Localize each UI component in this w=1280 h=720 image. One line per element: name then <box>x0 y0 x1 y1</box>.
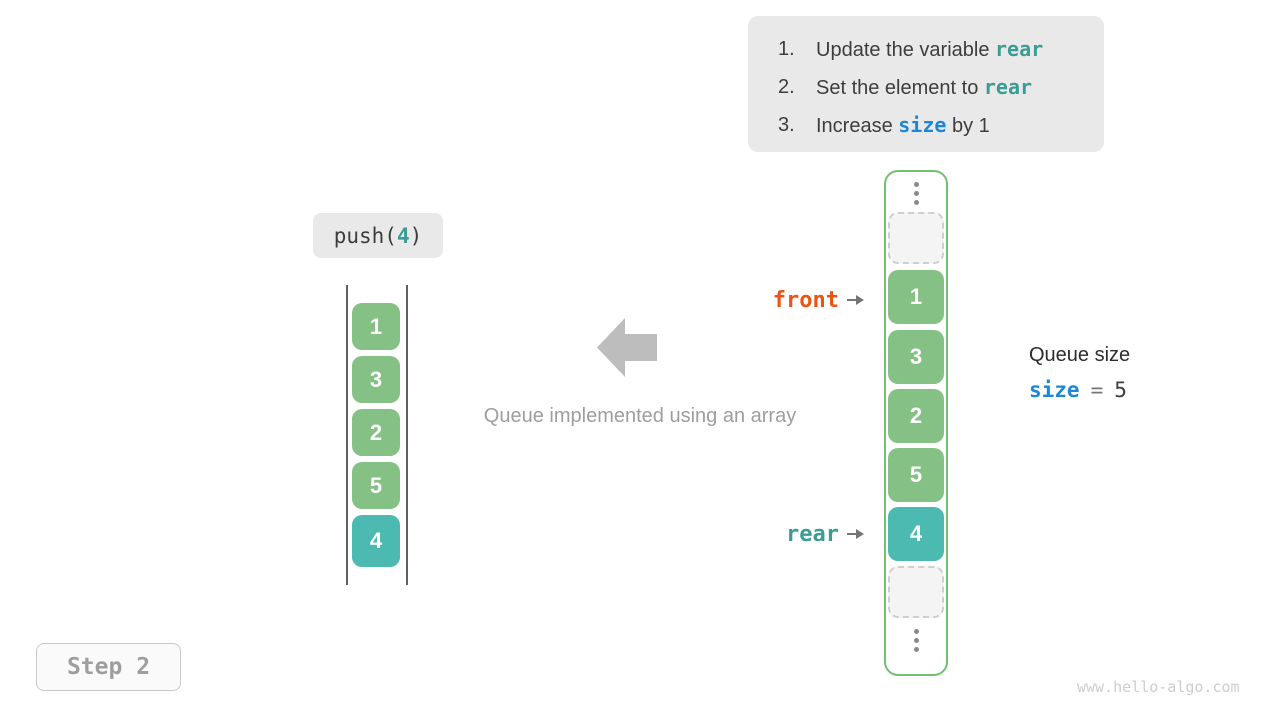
queue-cell-new: 4 <box>352 515 400 567</box>
instruction-prefix: Update the variable <box>816 39 996 61</box>
queue-size-block: Queue size size = 5 <box>1029 344 1130 402</box>
queue-cell: 1 <box>352 303 400 350</box>
instruction-suffix: by 1 <box>946 115 990 137</box>
push-fn-open: push( <box>333 223 397 248</box>
instruction-prefix: Set the element to <box>816 77 984 99</box>
instruction-step-3: 3. Increase size by 1 <box>778 107 1104 145</box>
push-argument: 4 <box>396 223 410 248</box>
step-badge: Step 2 <box>36 643 181 691</box>
queue-size-value: 5 <box>1114 378 1127 402</box>
instruction-number: 1. <box>778 38 795 60</box>
instruction-step-1: 1. Update the variable rear <box>778 31 1104 69</box>
instruction-number: 2. <box>778 76 795 98</box>
array-cell: 2 <box>888 389 944 443</box>
instruction-number: 3. <box>778 114 795 136</box>
queue-cell: 5 <box>352 462 400 509</box>
vertical-ellipsis-icon <box>886 629 946 652</box>
queue-cell: 3 <box>352 356 400 403</box>
code-token-rear: rear <box>995 37 1044 61</box>
queue-rail-left <box>346 285 348 585</box>
diagram-caption: Queue implemented using an array <box>483 405 797 427</box>
array-cell-front: 1 <box>888 270 944 324</box>
instruction-step-2: 2. Set the element to rear <box>778 69 1104 107</box>
push-fn-close: ) <box>409 223 423 248</box>
array-empty-slot <box>888 212 944 264</box>
right-arrowhead-icon <box>847 295 864 305</box>
queue-size-value-line: size = 5 <box>1029 378 1130 402</box>
rear-pointer-text: rear <box>786 521 839 547</box>
array-cell: 3 <box>888 330 944 384</box>
vertical-ellipsis-icon <box>886 182 946 205</box>
array-container: 1 3 2 5 4 <box>884 170 948 676</box>
instruction-text: Increase size by 1 <box>816 107 990 145</box>
left-block-arrow-icon <box>597 318 657 382</box>
instruction-prefix: Increase <box>816 115 899 137</box>
array-cell: 5 <box>888 448 944 502</box>
front-pointer-text: front <box>772 287 839 313</box>
rear-pointer-label: rear <box>700 521 872 547</box>
queue-size-label: Queue size <box>1029 344 1131 366</box>
instruction-text: Update the variable rear <box>816 31 1043 69</box>
array-empty-slot <box>888 566 944 618</box>
code-token-size: size <box>1029 378 1080 402</box>
instruction-text: Set the element to rear <box>816 69 1032 107</box>
instruction-box: 1. Update the variable rear 2. Set the e… <box>748 16 1104 152</box>
code-token-size: size <box>898 113 947 137</box>
code-token-rear: rear <box>983 75 1033 99</box>
queue-cell: 2 <box>352 409 400 456</box>
right-arrowhead-icon <box>847 529 864 539</box>
front-pointer-label: front <box>700 287 872 313</box>
queue-rail-right <box>406 285 408 585</box>
watermark: www.hello-algo.com <box>1077 678 1240 696</box>
equals-sign: = <box>1090 378 1104 402</box>
array-cell-rear: 4 <box>888 507 944 561</box>
push-operation-label: push(4) <box>313 213 443 258</box>
